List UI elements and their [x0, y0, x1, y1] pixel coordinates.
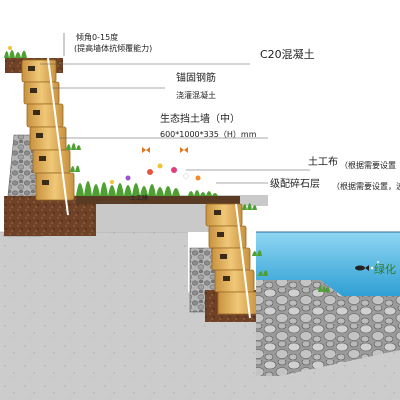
geotextile-label: 土工布	[308, 157, 338, 168]
soil-membrane-label: 土工膜	[130, 195, 149, 202]
butterfly-icon	[142, 147, 188, 153]
wall-dims-label: 600*1000*335（H）mm	[160, 130, 257, 139]
left-block-wall	[21, 59, 75, 201]
leader-lines	[40, 33, 310, 203]
tilt-angle-label: 倾角0-15度	[76, 33, 119, 42]
left-anchor-rebar	[47, 57, 69, 216]
graded-gravel-label: 级配碎石层	[270, 179, 320, 190]
graded-gravel-note: （根据需要设置，波	[332, 182, 400, 191]
geotextile-note: （根据需要设置	[340, 161, 396, 170]
pour-concrete-label: 浇灌混凝土	[176, 91, 216, 100]
fish-icon	[355, 261, 379, 271]
anchor-rebar-label: 锚固钢筋	[176, 73, 216, 84]
planting-bed	[76, 196, 240, 204]
flower-icon	[8, 46, 201, 184]
rock-bed	[256, 280, 400, 376]
greening-label: 绿化	[374, 263, 396, 276]
c20-concrete-label: C20混凝土	[260, 48, 315, 61]
tilt-note-label: (提高墙体抗倾覆能力)	[74, 44, 153, 53]
right-anchor-rebar	[235, 203, 251, 319]
grass-icon	[4, 50, 330, 292]
eco-wall-label: 生态挡土墙（中）	[160, 114, 240, 125]
